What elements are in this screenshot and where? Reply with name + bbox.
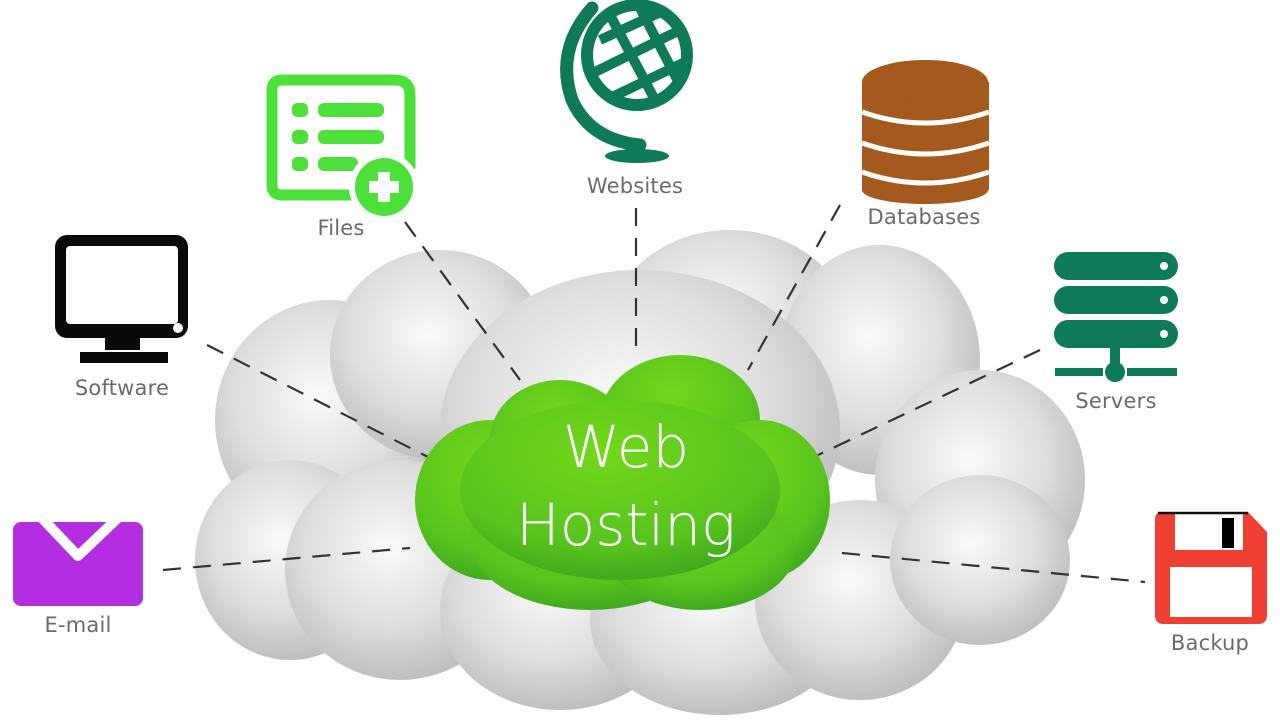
label-files: Files — [317, 216, 365, 240]
connector-email — [162, 546, 411, 572]
connector-software — [206, 344, 429, 458]
label-servers: Servers — [1075, 389, 1157, 413]
label-software: Software — [74, 376, 170, 400]
center-title-line1: Web — [562, 413, 690, 481]
file-list-plus-icon — [266, 74, 419, 222]
floppy-disk-icon — [1155, 511, 1267, 624]
label-backup: Backup — [1170, 631, 1250, 655]
connector-lines — [162, 204, 1146, 584]
web-hosting-cloud — [415, 355, 830, 610]
envelope-icon — [13, 512, 143, 606]
connector-backup — [841, 551, 1146, 584]
label-websites: Websites — [586, 174, 684, 198]
center-title-line2: Hosting — [516, 491, 736, 559]
label-databases: Databases — [867, 205, 981, 229]
connector-servers — [817, 349, 1041, 456]
monitor-icon — [55, 235, 188, 363]
connector-files — [404, 221, 521, 381]
server-icon — [1054, 252, 1178, 382]
database-icon — [861, 60, 990, 204]
globe-icon — [560, 0, 693, 163]
connector-databases — [747, 204, 841, 371]
label-email: E-mail — [44, 613, 112, 637]
